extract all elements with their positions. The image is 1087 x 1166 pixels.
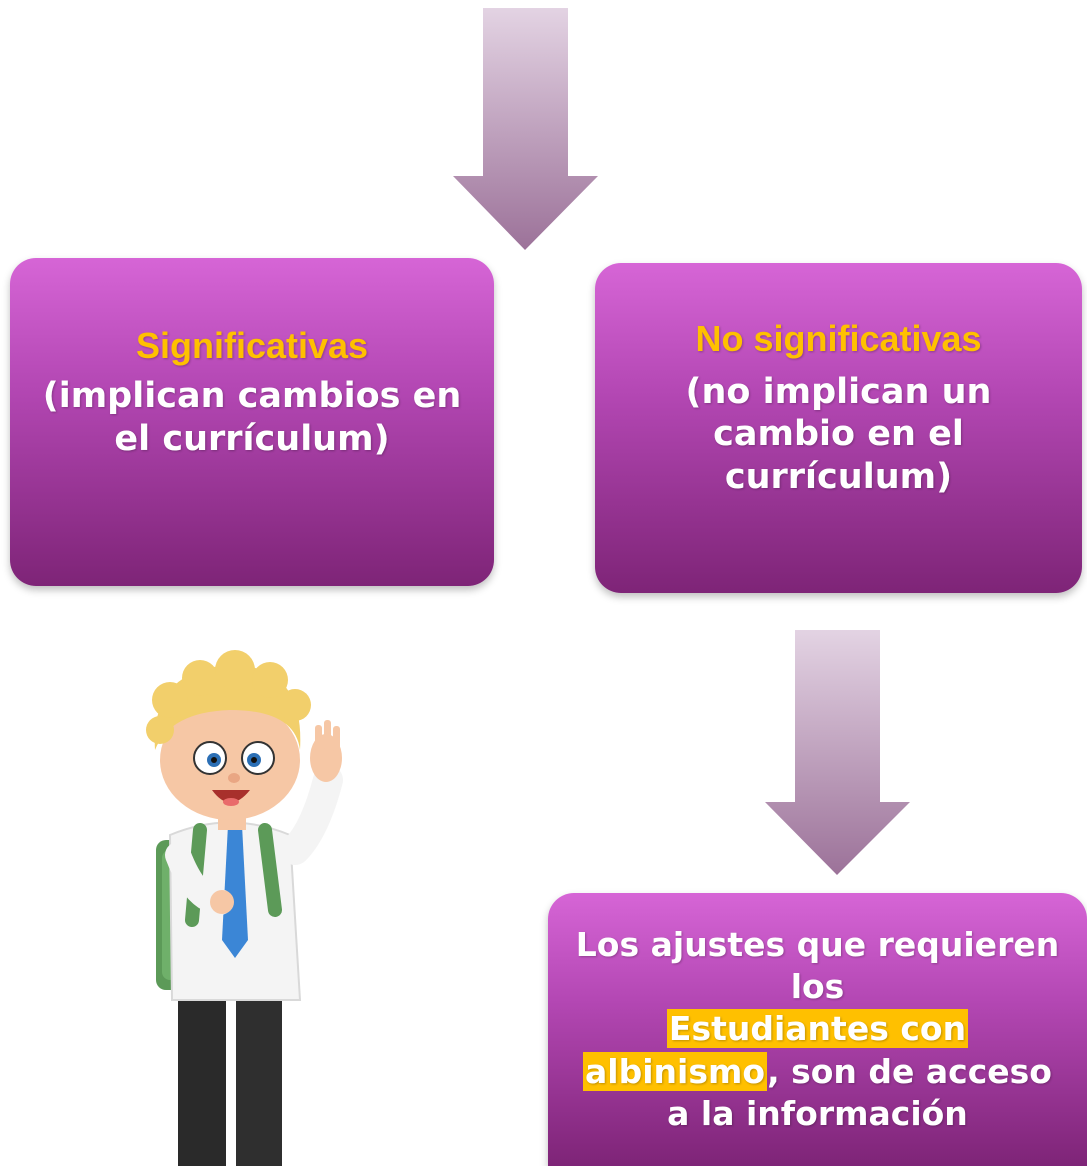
significativas-box: Significativas (implican cambios en el c…	[10, 258, 494, 586]
waving-student-icon	[146, 650, 343, 1166]
top-down-arrow	[453, 8, 598, 250]
no-significativas-title: No significativas	[695, 318, 982, 360]
ajustes-text: Los ajustes que requieren los Estudiante…	[568, 924, 1068, 1135]
no-significativas-description: (no implican un cambio en el currículum)	[685, 371, 992, 497]
ajustes-text-after: , son de acceso a la información	[667, 1051, 1052, 1133]
significativas-description: (implican cambios en el currículum)	[42, 375, 462, 459]
no-significativas-box: No significativas (no implican un cambio…	[595, 263, 1082, 593]
significativas-title: Significativas	[135, 324, 369, 366]
ajustes-highlight-2: albinismo	[583, 1051, 768, 1091]
lower-down-arrow	[765, 630, 910, 875]
ajustes-text-before: Los ajustes que requieren los	[575, 924, 1060, 1007]
ajustes-box: Los ajustes que requieren los Estudiante…	[548, 893, 1087, 1166]
ajustes-highlight-1: Estudiantes con	[666, 1009, 969, 1049]
